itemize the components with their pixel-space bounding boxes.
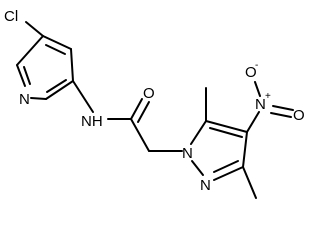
bond-c-o-double bbox=[137, 101, 150, 123]
atom-labels: Cl N NH O N N N + O - O bbox=[4, 8, 305, 194]
bond-c3-n2 bbox=[213, 166, 244, 181]
bond-c1-c2-inner bbox=[45, 44, 66, 55]
bond-c3-methyl bbox=[242, 166, 257, 199]
bond-n1-c5 bbox=[190, 120, 207, 145]
atom-o-carbonyl: O bbox=[143, 85, 155, 102]
bond-c3-c4-inner bbox=[46, 79, 67, 93]
atom-o-nitro-top-charge: - bbox=[255, 60, 258, 71]
atom-o-nitro-right: O bbox=[293, 107, 305, 124]
bonds bbox=[16, 21, 294, 199]
bond-cl-c1 bbox=[25, 21, 44, 37]
bond-c4-c3 bbox=[242, 131, 248, 168]
atom-n-pyridine: N bbox=[19, 91, 30, 108]
bond-c5-c4 bbox=[205, 120, 248, 133]
bond-c4-nnitro bbox=[246, 111, 260, 133]
bond-c3-n2-inner bbox=[213, 160, 239, 173]
bond-n2-n1 bbox=[191, 160, 204, 176]
bond-c3-c4 bbox=[45, 80, 74, 100]
atom-nh: NH bbox=[81, 113, 103, 130]
bond-c-o bbox=[130, 98, 143, 120]
bond-c5-c1 bbox=[16, 35, 44, 66]
bond-c2-c3 bbox=[70, 48, 74, 82]
atom-o-nitro-top: O bbox=[245, 64, 257, 81]
bond-c4-n bbox=[30, 97, 47, 100]
atom-n-nitro: N bbox=[255, 96, 266, 113]
bond-nnitro-oright bbox=[272, 105, 294, 111]
bond-c1-c2 bbox=[42, 35, 72, 50]
atom-n-pyrazole-2: N bbox=[200, 177, 211, 194]
bond-c4-nh bbox=[72, 80, 94, 113]
atom-cl: Cl bbox=[4, 8, 18, 25]
atom-n-pyrazole-1: N bbox=[182, 145, 193, 162]
bond-n-c5 bbox=[16, 64, 26, 87]
bond-c5-c4-inner bbox=[209, 127, 243, 138]
bond-nnitro-oright-double bbox=[270, 112, 292, 118]
bond-nnitro-otop bbox=[254, 81, 261, 97]
atom-n-nitro-charge: + bbox=[265, 91, 271, 102]
bond-n-c5-inner bbox=[23, 66, 31, 85]
bond-c-ch2 bbox=[130, 118, 150, 152]
